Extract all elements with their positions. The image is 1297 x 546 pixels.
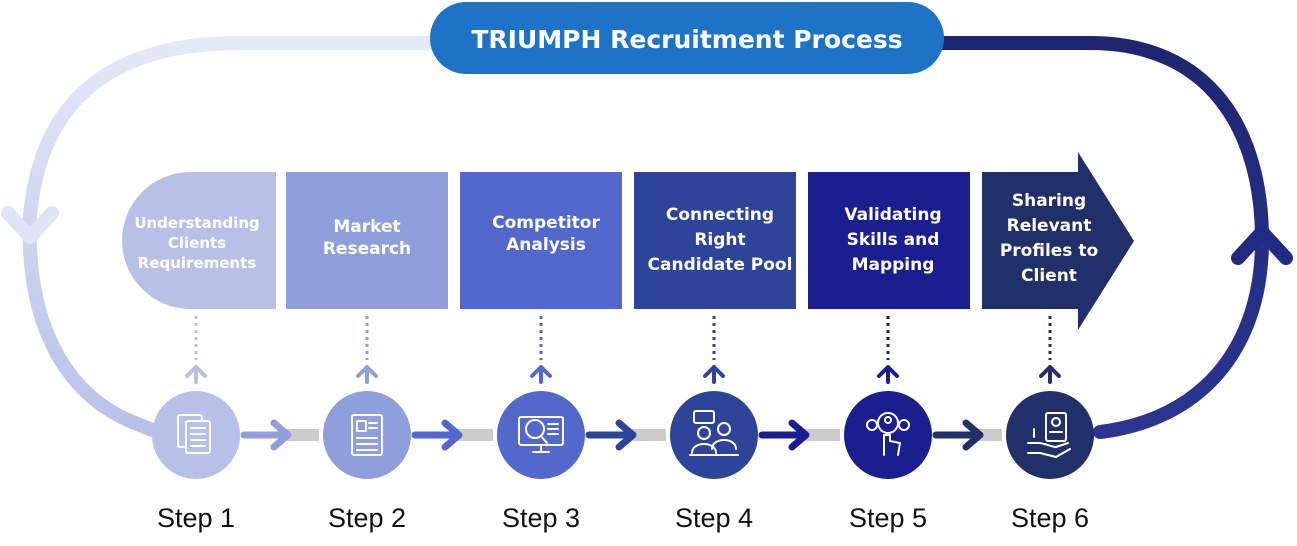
connector-bar <box>629 429 666 441</box>
step-4-text-line: Candidate Pool <box>648 255 793 275</box>
up-arrow-icon <box>1039 365 1061 384</box>
step-2-circle <box>323 391 411 479</box>
people-select-icon <box>866 412 910 456</box>
step-1-label: Step 1 <box>157 503 235 533</box>
step-6-label: Step 6 <box>1011 503 1089 533</box>
step-box-5 <box>808 172 970 309</box>
up-arrow-icon <box>185 365 207 384</box>
title-pill <box>430 2 944 74</box>
step-5-text-line: Mapping <box>852 255 935 275</box>
step-box-2 <box>286 172 448 309</box>
connector-bar <box>802 429 840 441</box>
connector-bar <box>976 429 1002 441</box>
step-6-text-line: Relevant <box>1007 216 1092 236</box>
step-6-text-line: Client <box>1021 266 1077 286</box>
step-labels: Step 1 Step 2 Step 3 Step 4 Step 5 Step 6 <box>157 503 1089 533</box>
step-5-label: Step 5 <box>849 503 927 533</box>
diagram-title: TRIUMPH Recruitment Process <box>471 25 902 54</box>
right-arrow-icon <box>932 419 984 451</box>
step-1-text-line: Clients <box>168 234 226 252</box>
resume-icon <box>351 414 383 456</box>
step-box-3 <box>460 172 622 309</box>
step-4-circle <box>670 391 758 479</box>
up-arrow-icon <box>877 365 899 384</box>
loop-left-path <box>22 36 447 437</box>
up-arrow-icon <box>703 365 725 384</box>
step-connectors <box>240 419 1002 451</box>
step-6-text-line: Profiles to <box>1000 241 1098 261</box>
step-6-circle <box>1006 391 1094 479</box>
right-arrow-icon <box>585 419 637 451</box>
step-boxes: UnderstandingClientsRequirementsMarketRe… <box>122 152 1134 330</box>
step-4-text-line: Connecting <box>666 205 774 225</box>
step-circles <box>152 316 1094 479</box>
step-3-label: Step 3 <box>502 503 580 533</box>
step-box-6 <box>982 152 1134 330</box>
connector-bar <box>455 429 493 441</box>
interview-icon <box>689 410 739 456</box>
right-arrow-icon <box>758 419 810 451</box>
loop-left-arrowhead <box>1 206 59 244</box>
documents-icon <box>177 414 211 454</box>
magnifier-monitor-icon <box>518 416 564 453</box>
up-arrow-icon <box>530 365 552 384</box>
right-arrow-icon <box>240 419 292 451</box>
right-arrow-icon <box>411 419 463 451</box>
step-1-text-line: Understanding <box>134 214 259 232</box>
up-arrow-icon <box>356 365 378 384</box>
step-1-text-line: Requirements <box>138 254 257 272</box>
connector-bar <box>284 429 319 441</box>
step-2-text-line: Research <box>323 239 411 259</box>
step-4-label: Step 4 <box>675 503 753 533</box>
step-box-4 <box>634 172 796 309</box>
step-2-label: Step 2 <box>328 503 406 533</box>
step-5-text-line: Validating <box>844 205 941 225</box>
step-5-text-line: Skills and <box>847 230 940 250</box>
loop-right-arrowhead <box>1231 225 1293 265</box>
step-3-text-line: Competitor <box>492 213 600 233</box>
step-4-text-line: Right <box>694 230 745 250</box>
step-box-1 <box>122 172 276 309</box>
step-2-text-line: Market <box>333 217 400 237</box>
step-6-text-line: Sharing <box>1012 191 1086 211</box>
step-3-text-line: Analysis <box>506 235 586 255</box>
profile-hand-icon <box>1027 412 1071 458</box>
